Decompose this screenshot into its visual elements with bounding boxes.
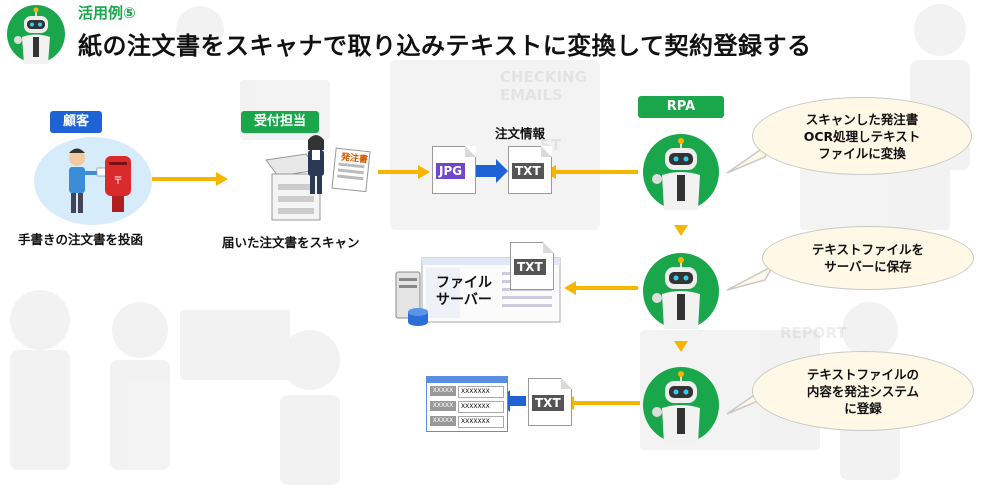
bubble-step2-line2: サーバーに保存 [824, 259, 912, 274]
rpa-robot-icon-3 [643, 367, 719, 443]
scanner-staff-illustration [265, 135, 371, 221]
bubble-step3-line1: テキストファイルの [806, 366, 920, 382]
bubble-step2-line1: テキストファイルを [811, 242, 925, 257]
bg-word-emails: EMAILS [500, 86, 563, 104]
order-info-label: 注文情報 [495, 126, 546, 141]
file-server-label: ファイル サーバー [436, 275, 492, 309]
page-title: 紙の注文書をスキャナで取り込みテキストに変換して契約登録する [78, 32, 812, 60]
svg-text:〒: 〒 [113, 176, 123, 187]
jpg-file-icon: JPG [432, 146, 476, 194]
form-field-2: XXXXXXX [458, 401, 504, 413]
form-field-1: XXXXXXX [458, 386, 504, 398]
customer-action-label: 手書きの注文書を投函 [18, 232, 144, 247]
tag-staff: 受付担当 [241, 111, 319, 133]
server-txt-file-icon: TXT [510, 242, 554, 290]
entry-txt-file-icon: TXT [528, 378, 572, 426]
customer-mailbox-illustration: 〒 [34, 137, 152, 225]
robot-logo-icon [7, 5, 65, 64]
rpa-robot-icon-2 [643, 253, 719, 329]
tag-customer: 顧客 [50, 111, 102, 133]
entry-txt-badge: TXT [532, 395, 564, 411]
jpg-badge: JPG [436, 163, 466, 179]
bubble-tail-2 [726, 264, 775, 291]
rpa-robot-icon-1 [643, 134, 719, 210]
bg-word-checking: CHECKING [500, 68, 587, 86]
form-label-1: XXXXX [430, 386, 456, 396]
bg-word-report: REPORT [780, 324, 847, 342]
order-system-form: XXXXX XXXXXXX XXXXX XXXXXXX XXXXX XXXXXX… [426, 376, 508, 432]
speech-bubble-step2: テキストファイルを サーバーに保存 [762, 226, 974, 290]
form-label-3: XXXXX [430, 416, 456, 426]
txt-file-icon: TXT [508, 146, 552, 194]
bubble-step1-line1: スキャンした発注書 [805, 111, 919, 127]
bubble-step1-line3: ファイルに変換 [818, 145, 906, 161]
form-field-3: XXXXXXX [458, 416, 504, 428]
file-server-label-line2: サーバー [436, 292, 492, 308]
server-txt-badge: TXT [514, 259, 546, 275]
staff-action-label: 届いた注文書をスキャン [222, 235, 360, 250]
speech-bubble-step1: スキャンした発注書 OCR処理しテキスト ファイルに変換 [752, 97, 972, 175]
bubble-step1-line2: OCR処理しテキスト [803, 128, 921, 144]
example-number-label: 活用例⑤ [78, 4, 136, 22]
bubble-step3-line2: 内容を発注システム [806, 383, 920, 399]
bubble-step3-line3: に登録 [844, 400, 882, 416]
tag-rpa: RPA [638, 96, 724, 118]
form-label-2: XXXXX [430, 401, 456, 411]
txt-badge: TXT [512, 163, 544, 179]
speech-bubble-step3: テキストファイルの 内容を発注システム に登録 [752, 351, 974, 431]
file-server-label-line1: ファイル [436, 275, 492, 291]
